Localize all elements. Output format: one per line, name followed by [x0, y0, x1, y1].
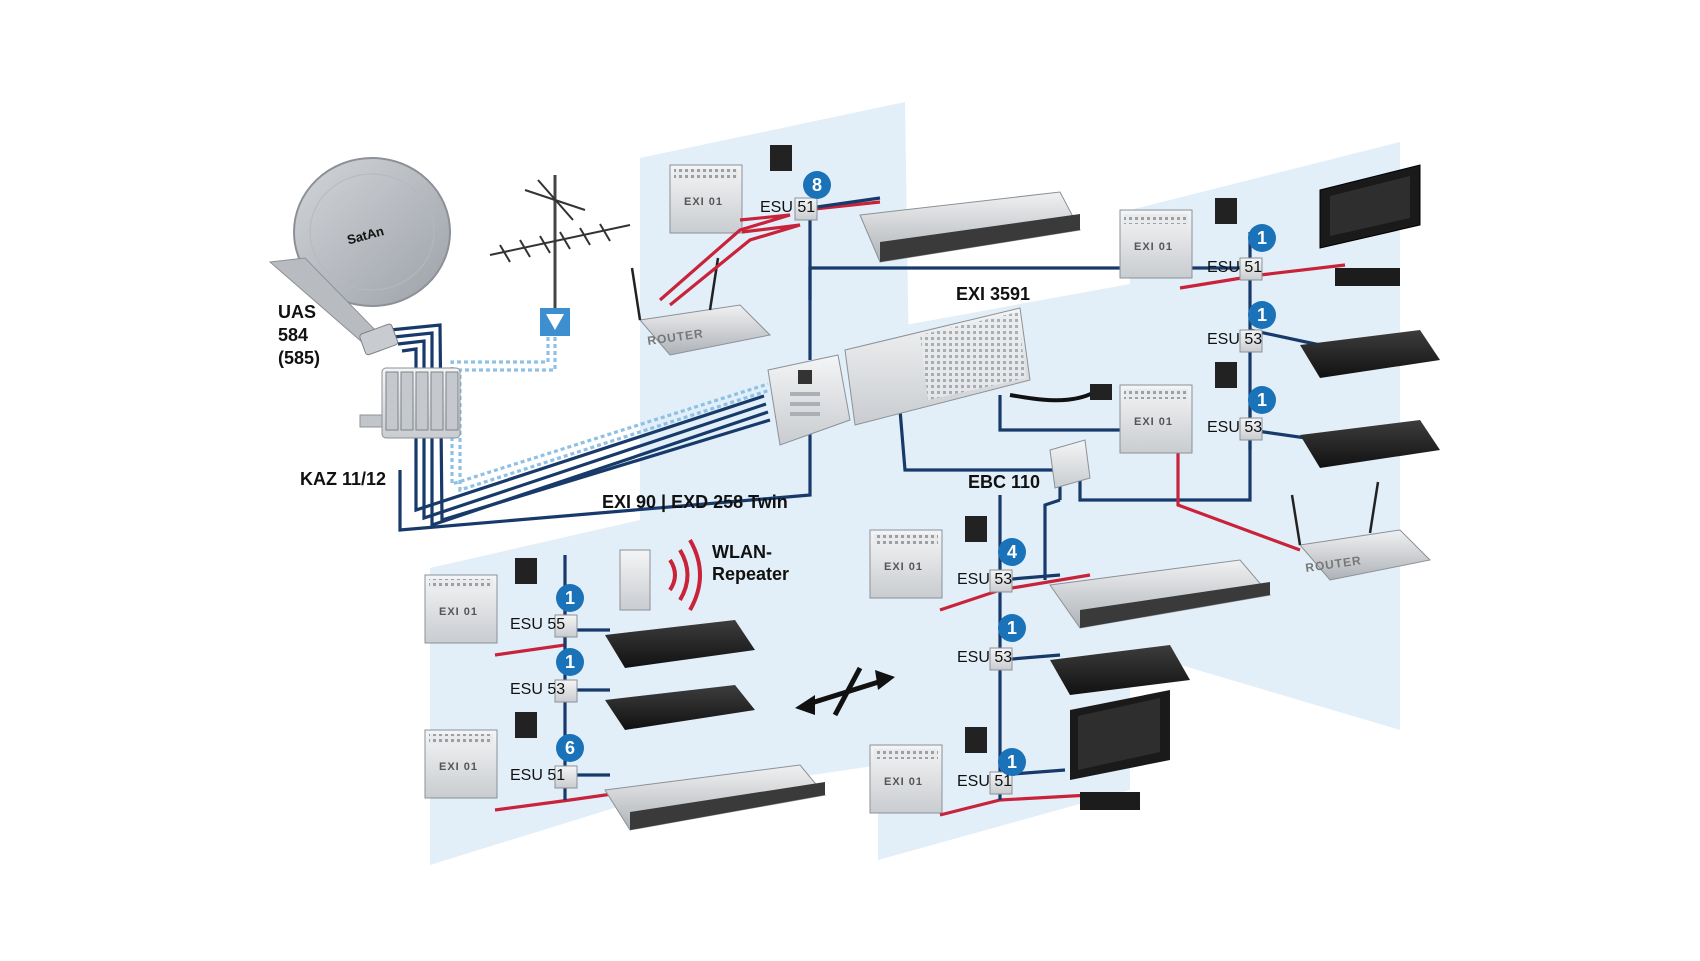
stb-top: [859, 191, 1081, 263]
svg-text:EXI 01: EXI 01: [1134, 241, 1173, 253]
router-right: ROUTER: [1290, 481, 1432, 581]
socket-r3: ESU 53: [1207, 417, 1263, 441]
multiswitch-label: KAZ 11/12: [300, 469, 386, 489]
power-plug-icon: [965, 516, 987, 542]
power-plug-icon: [515, 712, 537, 738]
badge-m3: 1: [998, 748, 1026, 776]
dish-label-line2: 584: [278, 325, 308, 345]
svg-text:1: 1: [1257, 390, 1267, 410]
headend-exi90: EXI 90 | EXD 258 Twin: [602, 354, 851, 512]
dish-reflector: [293, 157, 451, 307]
dish-label-line3: (585): [278, 348, 320, 368]
socket-m1: ESU 53: [957, 569, 1013, 593]
power-plug-icon: [1215, 362, 1237, 388]
svg-text:1: 1: [1007, 618, 1017, 638]
dish-label-line1: UAS: [278, 302, 316, 322]
headend-label: EXI 90 | EXD 258 Twin: [602, 492, 788, 512]
wlan-repeater: WLAN- Repeater: [619, 539, 789, 611]
socket-r1: ESU 51: [1207, 257, 1263, 281]
wlan-label-line1: WLAN-: [712, 542, 772, 562]
ebc-label: EBC 110: [968, 472, 1040, 492]
svg-text:4: 4: [1007, 542, 1017, 562]
socket-r2: ESU 53: [1207, 329, 1263, 353]
stb-l1: [605, 620, 755, 668]
exi01-m1: EXI 01: [869, 516, 987, 599]
satellite-dish: SatAn: [268, 157, 451, 356]
svg-text:ESU 51: ESU 51: [1207, 259, 1262, 276]
svg-text:ESU 51: ESU 51: [510, 767, 565, 784]
svg-text:ESU 51: ESU 51: [957, 773, 1012, 790]
svg-text:EXI 01: EXI 01: [439, 761, 478, 773]
stb-l2: [605, 685, 755, 730]
badge-top: 8: [803, 171, 831, 199]
wlan-label-line2: Repeater: [712, 564, 789, 584]
exi3591-label: EXI 3591: [956, 284, 1030, 304]
stb-m2: [1050, 645, 1190, 695]
svg-text:EXI 01: EXI 01: [684, 196, 723, 208]
badge-m2: 1: [998, 614, 1026, 642]
socket-m2: ESU 53: [957, 647, 1013, 671]
stb-r2: [1300, 330, 1440, 378]
router-top: ROUTER: [630, 257, 772, 356]
exi01-r1: EXI 01: [1119, 198, 1237, 279]
svg-text:ESU 53: ESU 53: [1207, 419, 1262, 436]
exi01-top: EXI 01: [669, 145, 792, 234]
socket-m3: ESU 51: [957, 771, 1013, 795]
dish-label: UAS 584 (585): [278, 302, 320, 368]
svg-text:EXI 01: EXI 01: [1134, 416, 1173, 428]
stb-l3: [604, 764, 826, 831]
socket-l2: ESU 53: [510, 679, 578, 703]
badge-r2: 1: [1248, 301, 1276, 329]
tv-r1: [1319, 164, 1421, 286]
socket-l1: ESU 55: [510, 614, 578, 638]
power-plug-icon: [965, 727, 987, 753]
crossed-double-arrow-icon: [795, 666, 895, 717]
badge-l3: 6: [556, 734, 584, 762]
svg-text:EXI 01: EXI 01: [884, 561, 923, 573]
power-plug-icon: [770, 145, 792, 171]
svg-text:6: 6: [565, 738, 575, 758]
svg-text:EXI 01: EXI 01: [439, 606, 478, 618]
svg-text:EXI 01: EXI 01: [884, 776, 923, 788]
tv-m3: [1070, 690, 1170, 810]
exi3591-unit: EXI 3591: [844, 284, 1112, 426]
svg-text:1: 1: [565, 588, 575, 608]
svg-text:ESU 53: ESU 53: [957, 649, 1012, 666]
multiswitch-kaz: KAZ 11/12: [300, 367, 461, 489]
svg-text:1: 1: [565, 652, 575, 672]
badge-r1: 1: [1248, 224, 1276, 252]
stb-m1: [1049, 559, 1271, 629]
svg-text:1: 1: [1257, 228, 1267, 248]
svg-text:8: 8: [812, 175, 822, 195]
exi01-r3: EXI 01: [1119, 362, 1237, 454]
badge-l2: 1: [556, 648, 584, 676]
terrestrial-antenna-icon: [489, 175, 631, 336]
svg-text:1: 1: [1257, 305, 1267, 325]
socket-top: ESU 51: [760, 197, 818, 221]
badge-l1: 1: [556, 584, 584, 612]
svg-text:ESU 53: ESU 53: [1207, 331, 1262, 348]
socket-l3: ESU 51: [510, 765, 578, 789]
stb-r3: [1300, 420, 1440, 468]
svg-text:1: 1: [1007, 752, 1017, 772]
svg-text:ESU 53: ESU 53: [510, 681, 565, 698]
svg-text:ESU 53: ESU 53: [957, 571, 1012, 588]
power-plug-icon: [515, 558, 537, 584]
exi01-m3: EXI 01: [869, 727, 987, 814]
exi01-l3: EXI 01: [424, 712, 537, 799]
svg-text:ESU 51: ESU 51: [760, 199, 815, 216]
svg-text:ESU 55: ESU 55: [510, 616, 565, 633]
power-plug-icon: [1215, 198, 1237, 224]
ebc110-unit: EBC 110: [968, 439, 1091, 492]
exi01-l1: EXI 01: [424, 558, 537, 644]
power-plug-icon: [1090, 384, 1112, 400]
lnb: [359, 323, 399, 356]
wifi-signal-icon: [668, 539, 702, 611]
badge-m1: 4: [998, 538, 1026, 566]
badge-r3: 1: [1248, 386, 1276, 414]
